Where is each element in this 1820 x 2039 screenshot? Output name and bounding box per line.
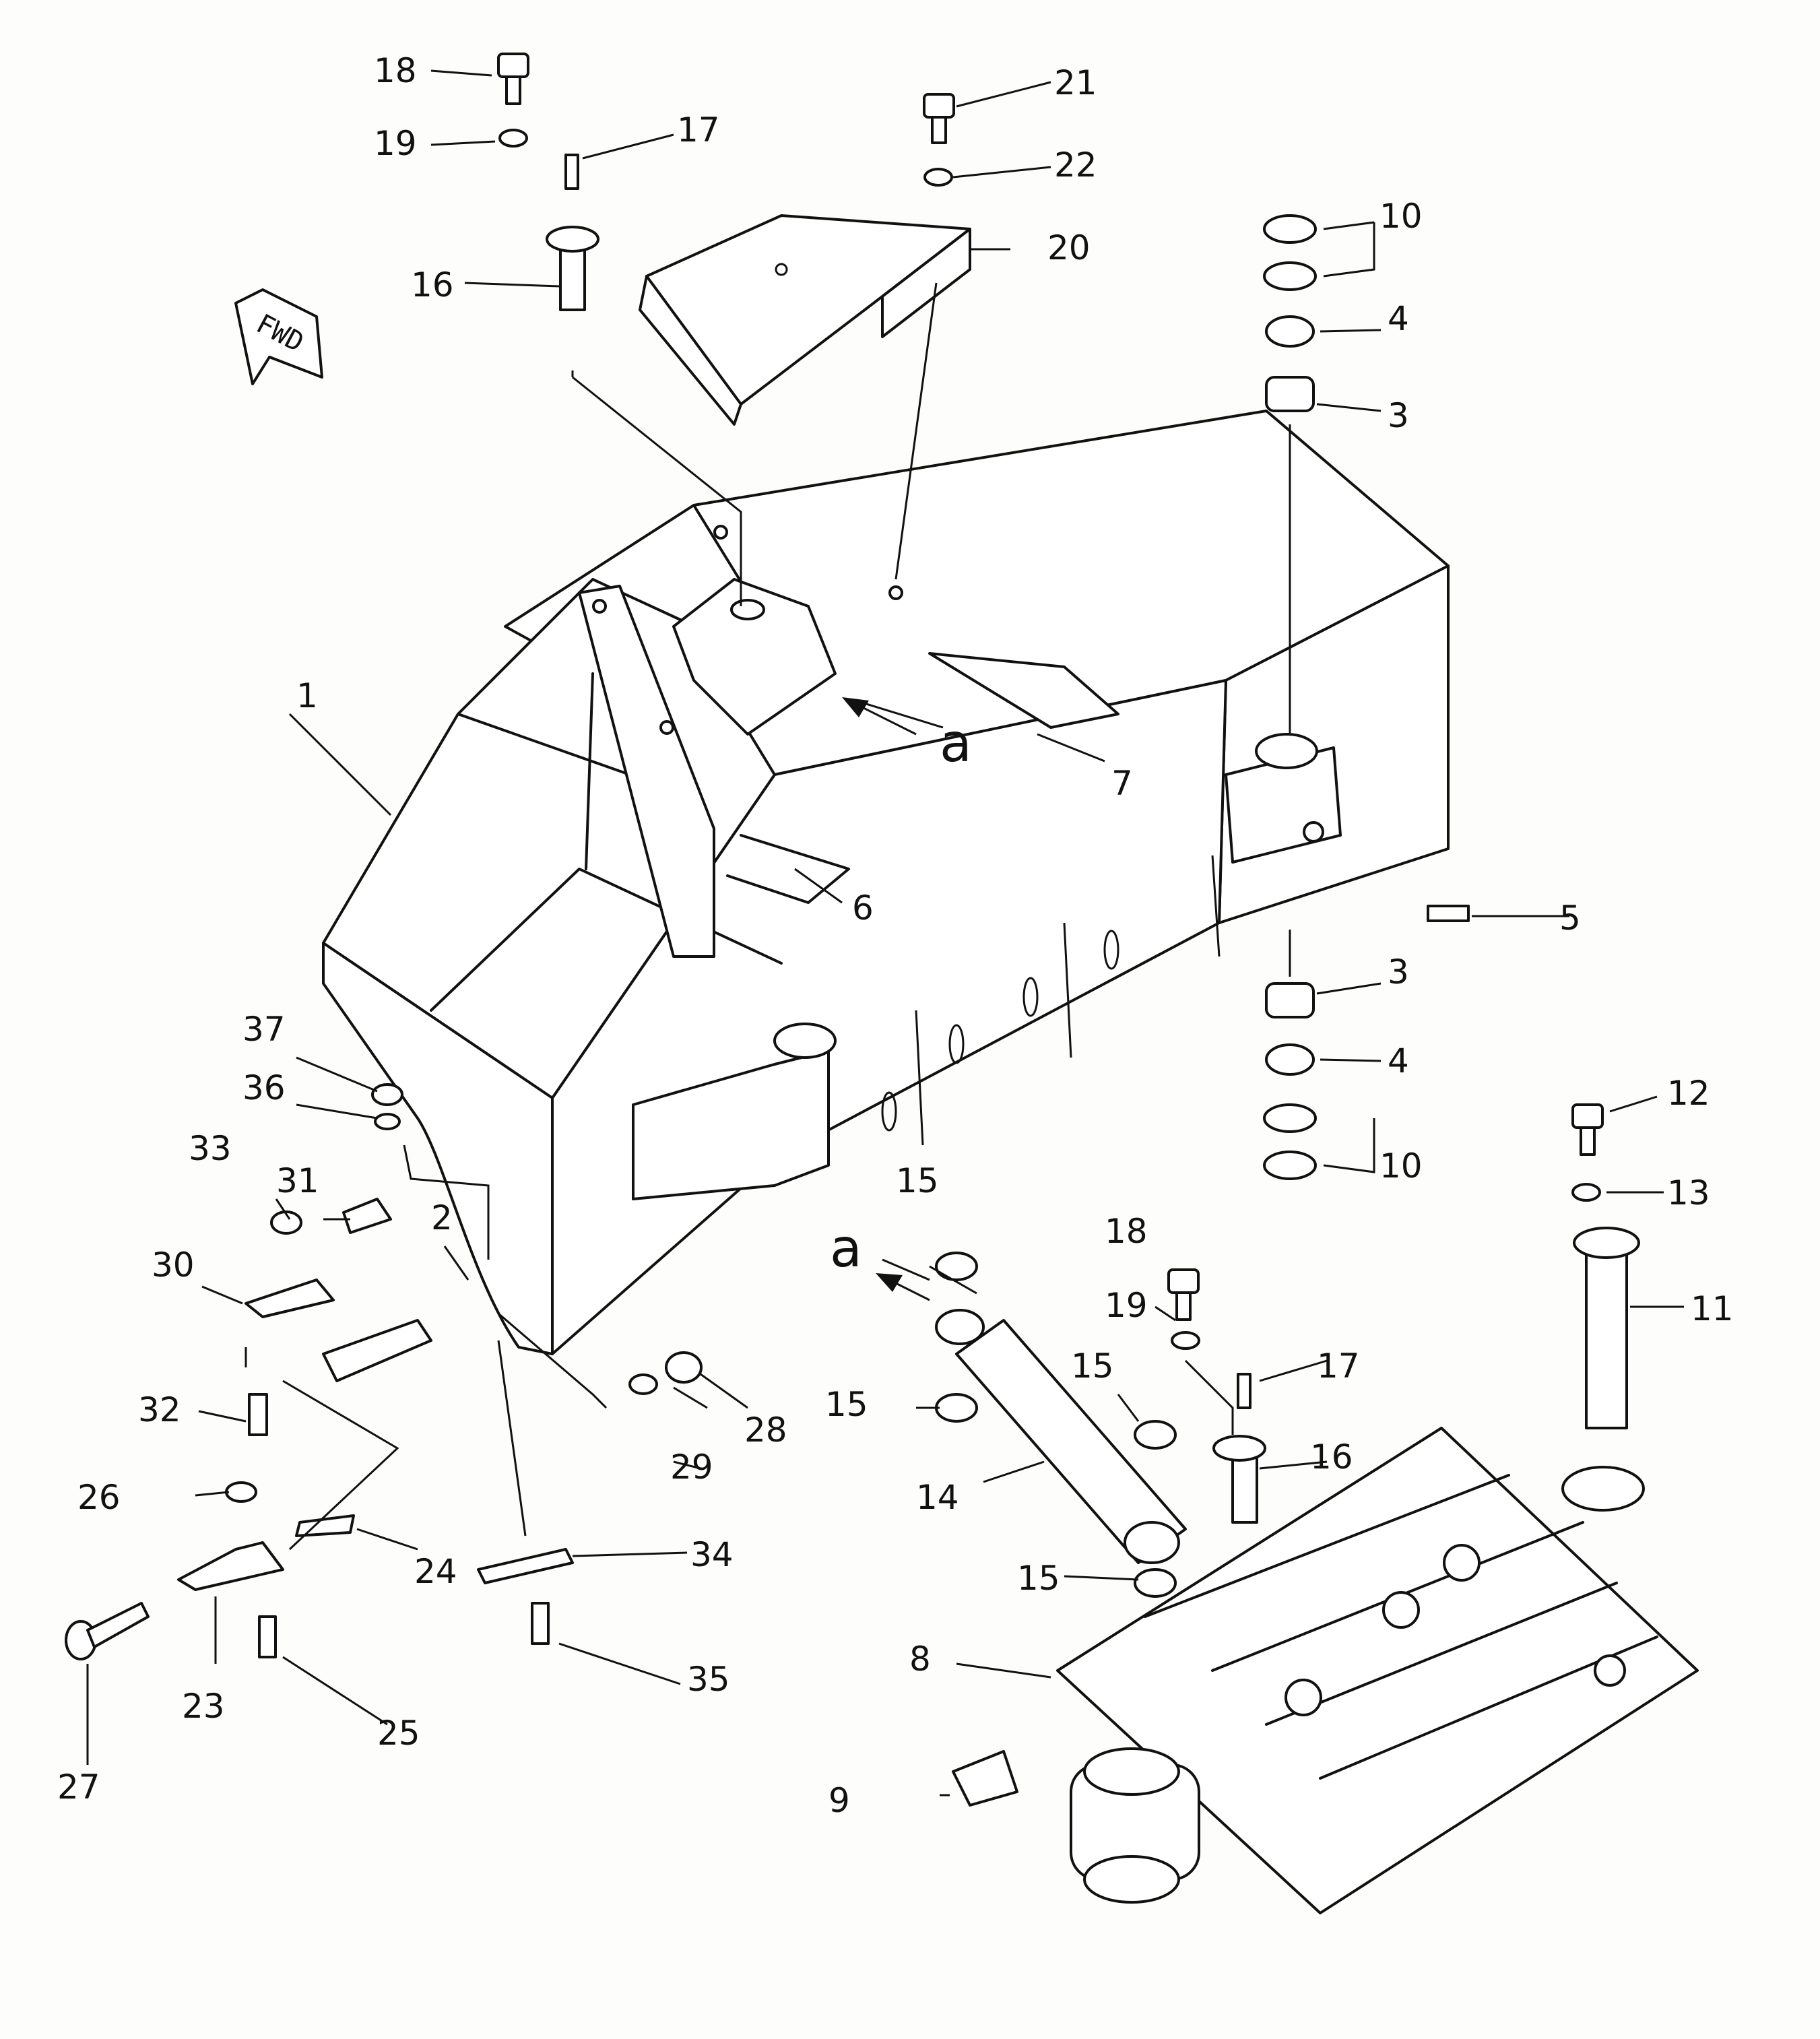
callout-37: 37: [242, 1010, 286, 1049]
callout-23: 23: [182, 1687, 225, 1726]
callout-15-bottom: 15: [1017, 1559, 1060, 1598]
callout-36: 36: [242, 1068, 286, 1107]
nut-33-icon: [270, 1210, 302, 1235]
tooth-30-icon: [245, 1279, 335, 1318]
bolt-32-icon: [248, 1393, 268, 1436]
callout-4-upper: 4: [1388, 299, 1409, 338]
grease-fitting-17-lower-icon: [1237, 1373, 1252, 1409]
svg-text:a: a: [830, 1219, 862, 1279]
plate-31-icon: [342, 1198, 392, 1234]
callout-30: 30: [152, 1245, 195, 1285]
callout-16-lower: 16: [1310, 1437, 1353, 1477]
callout-26: 26: [77, 1478, 121, 1517]
callouts: 18 19 17 16 21 22 20 10 4 3 5 3 4 10 12 …: [57, 51, 1734, 1820]
callout-34: 34: [690, 1535, 734, 1574]
bolt-35-icon: [531, 1602, 550, 1645]
plate-34-icon: [477, 1548, 574, 1584]
bolt-25-icon: [258, 1615, 277, 1658]
washer-19-top-icon: [498, 129, 528, 148]
callout-8: 8: [909, 1640, 931, 1679]
nut-37-icon: [371, 1083, 403, 1106]
pin-16-bottom: [1212, 1435, 1266, 1524]
pin-11: [1573, 1227, 1640, 1429]
svg-text:a: a: [940, 713, 972, 774]
callout-24: 24: [414, 1552, 457, 1591]
callout-18: 18: [374, 51, 417, 90]
bushing-15-d-icon: [1134, 1568, 1177, 1598]
callout-10-upper: 10: [1379, 197, 1423, 236]
bolt-18-top-icon: [497, 53, 529, 105]
callout-32: 32: [138, 1390, 181, 1429]
fwd-arrow-icon: FWD: [234, 288, 323, 385]
callout-17-lower: 17: [1317, 1347, 1360, 1386]
grease-fitting-5-icon: [1427, 905, 1470, 922]
callout-18-lower: 18: [1105, 1212, 1148, 1251]
bushing-15-b-icon: [935, 1393, 978, 1423]
cap-9-icon: [952, 1750, 1018, 1807]
grease-fitting-17-top-icon: [564, 154, 579, 190]
callout-6: 6: [852, 888, 874, 928]
bolt-18-lower-icon: [1167, 1268, 1200, 1321]
callout-10-lower: 10: [1379, 1146, 1423, 1186]
main-frame: [322, 410, 1450, 1355]
callout-19: 19: [374, 124, 417, 163]
nut-28-icon: [665, 1351, 703, 1384]
shank-2-icon: [322, 1319, 432, 1382]
callout-35: 35: [687, 1660, 730, 1699]
callout-16: 16: [411, 265, 454, 304]
pin-16-top: [546, 226, 599, 311]
tooth-23-icon: [177, 1541, 284, 1591]
washer-19-lower-icon: [1171, 1331, 1200, 1350]
callout-21: 21: [1054, 63, 1097, 102]
callout-7: 7: [1111, 764, 1133, 803]
callout-12: 12: [1667, 1074, 1710, 1113]
bushing-15-c-icon: [1134, 1420, 1177, 1450]
callout-15-top: 15: [896, 1161, 939, 1200]
equalizer-bar-assembly: [1056, 1427, 1699, 1914]
nut-26-icon: [225, 1481, 257, 1503]
callout-20: 20: [1047, 228, 1091, 267]
callout-29: 29: [670, 1448, 713, 1487]
callout-33: 33: [189, 1129, 232, 1168]
leader-lines: [86, 69, 1684, 1797]
callout-25: 25: [377, 1714, 420, 1753]
bolt-27-icon: [65, 1602, 150, 1660]
washer-29-icon: [628, 1373, 658, 1395]
callout-28: 28: [744, 1411, 787, 1450]
callout-13: 13: [1667, 1173, 1710, 1212]
seal-stack-upper: [1263, 214, 1317, 412]
callout-1: 1: [296, 676, 318, 715]
bushing-15-a-icon: [935, 1252, 978, 1281]
callout-19-lower: 19: [1105, 1286, 1148, 1325]
washer-22-icon: [923, 168, 953, 187]
bolt-12-icon: [1571, 1103, 1604, 1156]
view-arrow-a-upper: a: [842, 697, 972, 774]
bolt-21-icon: [923, 93, 955, 144]
callout-22: 22: [1054, 145, 1097, 185]
callout-14: 14: [916, 1478, 959, 1517]
callout-2: 2: [431, 1198, 453, 1237]
view-arrow-a-lower: a: [830, 1219, 930, 1301]
callout-9: 9: [828, 1781, 850, 1820]
callout-4-lower: 4: [1388, 1041, 1409, 1080]
callout-17: 17: [677, 110, 720, 150]
callout-3-upper: 3: [1388, 396, 1409, 435]
callout-15-left: 15: [825, 1385, 868, 1424]
washer-36-icon: [374, 1113, 401, 1130]
callout-5: 5: [1559, 899, 1581, 938]
callout-11: 11: [1691, 1289, 1734, 1328]
callout-27: 27: [57, 1768, 100, 1807]
cover-plate: [639, 214, 971, 426]
seal-stack-lower: [1263, 982, 1317, 1180]
washer-13-icon: [1571, 1183, 1601, 1202]
lift-cylinder: [935, 1309, 1187, 1564]
plate-24-icon: [295, 1514, 355, 1537]
callout-31: 31: [276, 1161, 319, 1200]
callout-15-mid: 15: [1071, 1347, 1114, 1386]
assembly-lines: [245, 282, 1291, 1551]
callout-3-lower: 3: [1388, 952, 1409, 992]
